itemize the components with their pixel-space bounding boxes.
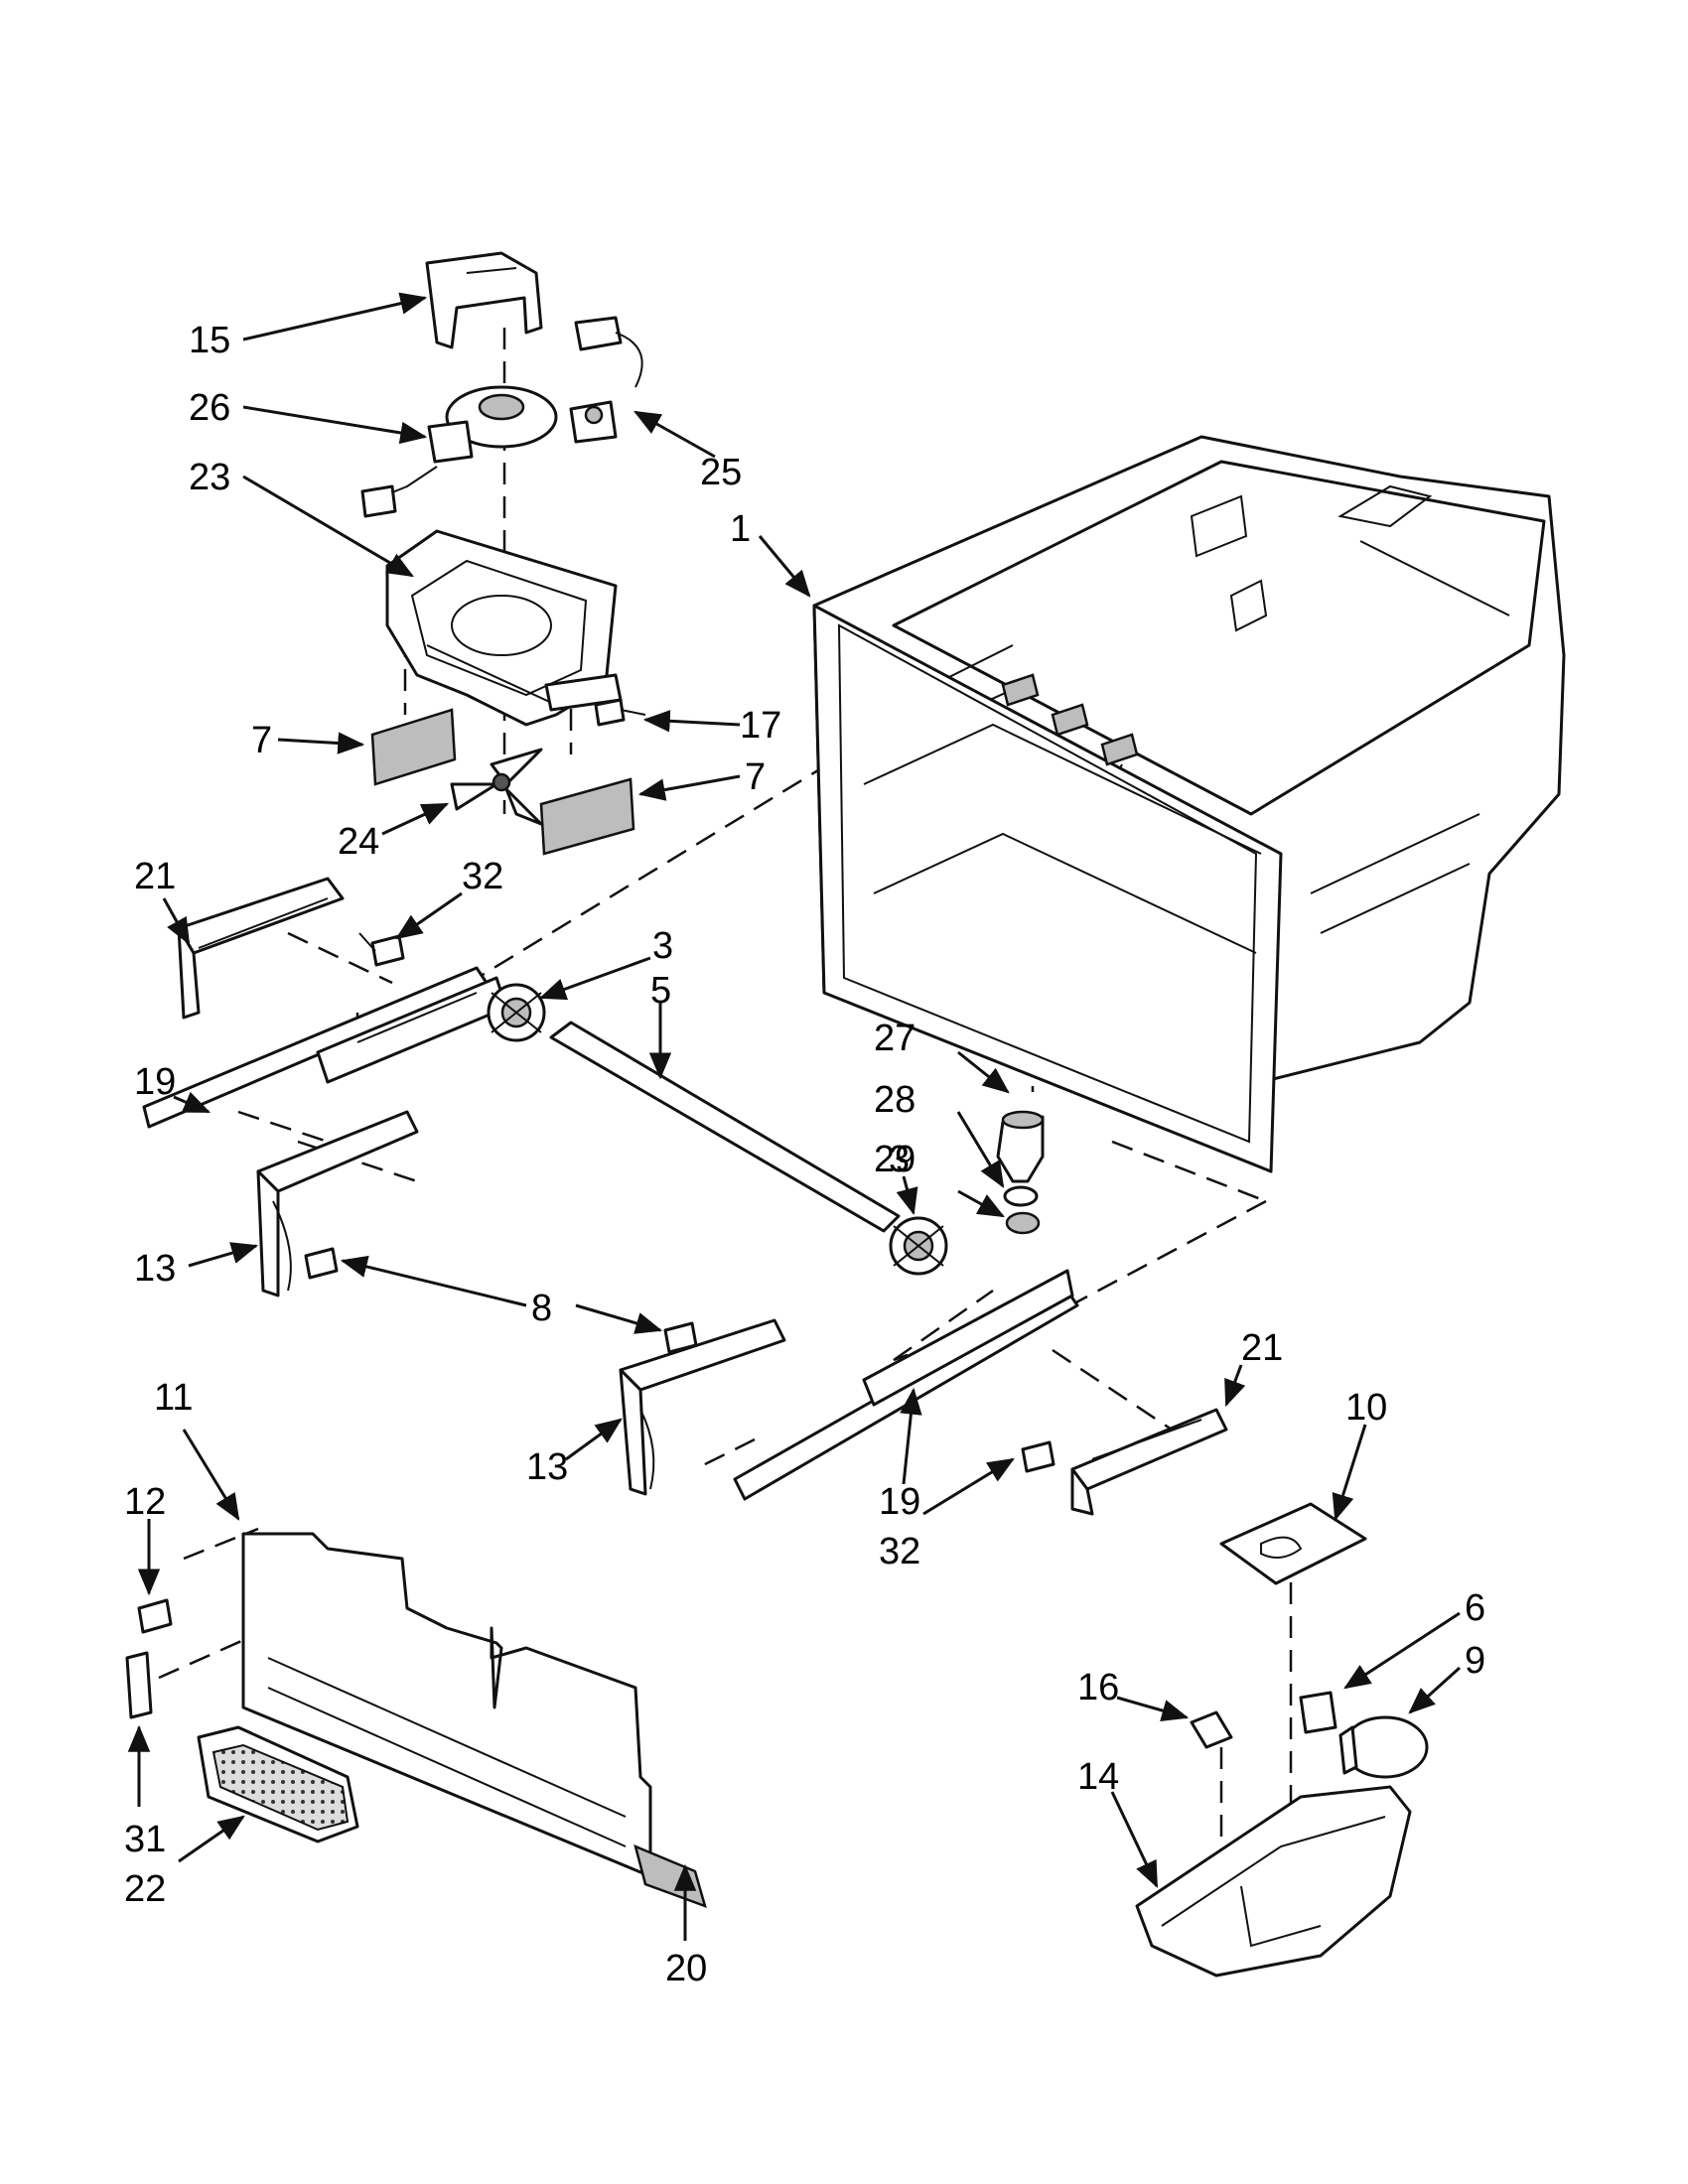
- callout-3-top: 3: [652, 925, 673, 967]
- lamp-socket-6: [1299, 1691, 1337, 1734]
- screw-17: [594, 698, 646, 727]
- left-slide-rail-19: [142, 966, 508, 1129]
- callout-28: 28: [874, 1079, 915, 1121]
- callout-29: 29: [874, 1139, 915, 1180]
- callout-21-top: 21: [134, 856, 176, 897]
- callout-20: 20: [665, 1948, 707, 1989]
- callout-16: 16: [1077, 1667, 1119, 1708]
- callout-14: 14: [1077, 1756, 1119, 1798]
- callout-19-top: 19: [134, 1061, 176, 1103]
- damper-27: [996, 1110, 1045, 1183]
- rear-cover-panel-11: [241, 1532, 652, 1878]
- callout-9: 9: [1465, 1640, 1485, 1682]
- o-ring-28: [1003, 1185, 1039, 1207]
- callout-1: 1: [730, 508, 751, 550]
- callout-8: 8: [531, 1288, 552, 1329]
- screw-8-right: [663, 1321, 698, 1354]
- leader-lines: [127, 292, 1462, 1941]
- callout-31: 31: [124, 1819, 166, 1860]
- callout-32-bottom: 32: [879, 1531, 920, 1572]
- left-drawer-support-13: [256, 1110, 419, 1297]
- right-drawer-support-13: [619, 1318, 786, 1496]
- callout-24: 24: [338, 821, 379, 863]
- callout-27: 27: [874, 1018, 915, 1059]
- callout-7-left: 7: [251, 720, 272, 761]
- grille-22: [197, 1725, 359, 1843]
- light-housing-14: [1135, 1785, 1412, 1978]
- callout-23: 23: [189, 457, 230, 498]
- callout-25: 25: [700, 452, 742, 493]
- callout-5: 5: [650, 970, 671, 1012]
- switch-16: [1190, 1710, 1233, 1749]
- right-slide-bracket-21: [1070, 1408, 1228, 1516]
- screw-8-left: [304, 1247, 339, 1280]
- callout-22: 22: [124, 1868, 166, 1910]
- screw-32-right: [1021, 1440, 1055, 1473]
- callout-15: 15: [189, 320, 230, 361]
- motor-bracket: [425, 251, 543, 349]
- freezer-basket: [812, 435, 1566, 1173]
- callout-32-top: 32: [462, 856, 503, 897]
- callout-13-right: 13: [526, 1446, 568, 1488]
- fan-blade: [450, 748, 543, 826]
- insulation-pad-right: [539, 777, 635, 856]
- callout-7-right: 7: [745, 756, 766, 798]
- washer-29: [1005, 1211, 1041, 1235]
- fan-motor: [360, 385, 558, 518]
- fan-housing: [385, 529, 623, 727]
- callout-17: 17: [740, 705, 781, 747]
- axle-5: [549, 1021, 901, 1233]
- screw-32-left: [358, 932, 405, 967]
- callout-3-mid: 3: [889, 1139, 910, 1180]
- callout-26: 26: [189, 387, 230, 429]
- callout-13-left: 13: [134, 1248, 176, 1290]
- callout-19-bottom: 19: [879, 1481, 920, 1523]
- clip-31: [125, 1651, 153, 1719]
- gear-3-top: [487, 983, 546, 1042]
- seal-strip-20: [633, 1843, 707, 1909]
- callout-21-right: 21: [1241, 1327, 1283, 1369]
- gear-3-bottom: [889, 1216, 948, 1276]
- insulation-pad-left: [370, 708, 457, 786]
- callout-11: 11: [154, 1377, 193, 1419]
- callout-12: 12: [124, 1481, 166, 1523]
- screw-12: [137, 1598, 173, 1634]
- callout-labels: 15 26 23 25 1 7 17 7 24 21 32 3 5 27 28 …: [124, 320, 1485, 1989]
- light-bulb-9: [1338, 1715, 1429, 1779]
- callout-10: 10: [1345, 1387, 1387, 1429]
- light-shield-10: [1219, 1502, 1367, 1585]
- thermistor: [569, 316, 643, 444]
- callout-6: 6: [1465, 1587, 1485, 1629]
- left-slide-bracket-21: [177, 877, 345, 1020]
